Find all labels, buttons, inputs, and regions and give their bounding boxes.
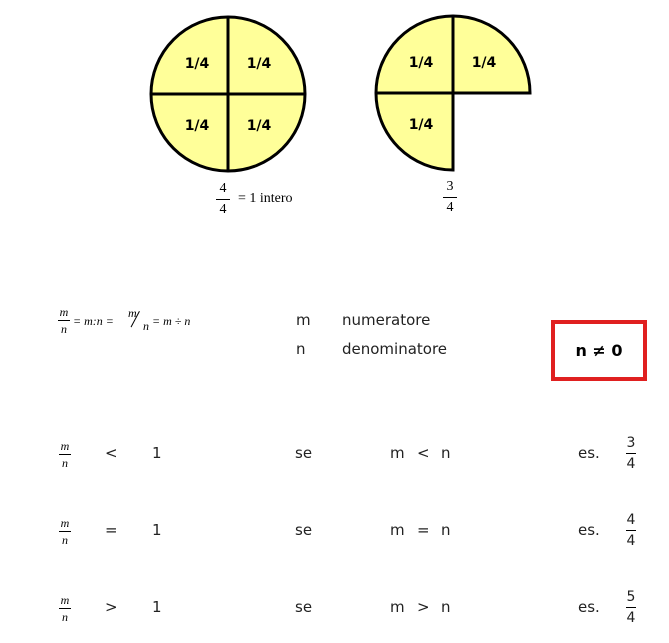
term-symbol-n: n <box>296 340 306 358</box>
condition-relation: < <box>417 444 430 462</box>
fraction-denominator: n <box>62 610 68 624</box>
condition-word-se: se <box>295 444 313 462</box>
example-label: es. <box>578 444 600 462</box>
comparison-value: 1 <box>152 521 162 539</box>
condition-word-se: se <box>295 521 313 539</box>
fraction-denominator: 4 <box>219 202 227 217</box>
fraction-bar <box>59 531 71 532</box>
fraction-numerator: m <box>60 516 70 530</box>
formula-slash-numerator: m <box>128 306 137 320</box>
fraction-numerator: 3 <box>446 179 454 194</box>
fraction-bar <box>59 454 71 455</box>
comparison-fraction: m n <box>59 594 71 623</box>
comparison-operator: < <box>105 444 118 462</box>
formula-denominator: n <box>61 322 67 336</box>
example-label: es. <box>578 598 600 616</box>
whole-pie-quarter-label: 1/4 <box>185 118 210 134</box>
fraction-numerator: 3 <box>626 435 636 451</box>
formula-division-sign: = m ÷ n <box>152 314 191 328</box>
condition-right: n <box>441 598 451 616</box>
term-label-denominatore: denominatore <box>342 340 448 358</box>
condition-right: n <box>441 444 451 462</box>
condition-right: n <box>441 521 451 539</box>
three-quarter-pie-quarter-label: 1/4 <box>409 117 434 133</box>
fraction-pies-diagram: 1/4 1/4 1/4 1/4 1/4 1/4 1/4 <box>149 14 532 173</box>
comparison-operator: = <box>105 521 118 539</box>
condition-left: m <box>390 598 405 616</box>
denominator-condition-text: n ≠ 0 <box>575 341 623 360</box>
formula-division-colon: = m:n = <box>73 314 114 328</box>
comparison-fraction: m n <box>59 440 71 469</box>
example-fraction: 4 4 <box>626 513 636 548</box>
comparison-operator: > <box>105 598 118 616</box>
fraction-bar <box>626 453 636 454</box>
whole-pie-quarter-label: 1/4 <box>185 56 210 72</box>
condition-relation: > <box>417 598 430 616</box>
fraction-bar <box>59 608 71 609</box>
three-quarter-pie-quarter-label: 1/4 <box>409 55 434 71</box>
fraction-denominator: 4 <box>626 610 636 626</box>
whole-pie-quarter-label: 1/4 <box>247 118 272 134</box>
fraction-bar <box>216 199 230 200</box>
comparison-fraction: m n <box>59 517 71 546</box>
three-quarter-pie: 1/4 1/4 1/4 <box>374 14 532 172</box>
three-quarter-caption-fraction: 3 4 <box>443 180 457 215</box>
whole-pie-quarter-label: 1/4 <box>247 56 272 72</box>
fraction-bar <box>58 320 70 321</box>
formula-fraction: m n <box>58 306 70 335</box>
fraction-numerator: 4 <box>219 181 227 196</box>
fraction-numerator: m <box>60 593 70 607</box>
fraction-numerator: 5 <box>626 589 636 605</box>
formula-slash-denominator: n <box>143 319 149 333</box>
fraction-denominator: 4 <box>626 456 636 472</box>
condition-left: m <box>390 444 405 462</box>
example-fraction: 5 4 <box>626 590 636 625</box>
comparison-value: 1 <box>152 444 162 462</box>
fraction-bar <box>626 607 636 608</box>
fraction-denominator: n <box>62 456 68 470</box>
condition-word-se: se <box>295 598 313 616</box>
term-symbol-m: m <box>296 311 311 329</box>
example-fraction: 3 4 <box>626 436 636 471</box>
fraction-numerator: m <box>60 439 70 453</box>
fraction-denominator: 4 <box>626 533 636 549</box>
denominator-condition-box: n ≠ 0 <box>551 320 647 381</box>
fraction-denominator: n <box>62 533 68 547</box>
whole-pie-caption-text: = 1 intero <box>238 191 293 206</box>
condition-left: m <box>390 521 405 539</box>
whole-pie: 1/4 1/4 1/4 1/4 <box>149 15 307 173</box>
fraction-bar <box>443 197 457 198</box>
term-label-numeratore: numeratore <box>342 311 431 329</box>
condition-relation: = <box>417 521 430 539</box>
fraction-numerator: 4 <box>626 512 636 528</box>
example-label: es. <box>578 521 600 539</box>
fraction-denominator: 4 <box>446 200 454 215</box>
three-quarter-pie-quarter-label: 1/4 <box>472 55 497 71</box>
formula-numerator: m <box>59 305 69 319</box>
comparison-value: 1 <box>152 598 162 616</box>
fraction-bar <box>626 530 636 531</box>
whole-pie-caption-fraction: 4 4 <box>216 182 230 217</box>
